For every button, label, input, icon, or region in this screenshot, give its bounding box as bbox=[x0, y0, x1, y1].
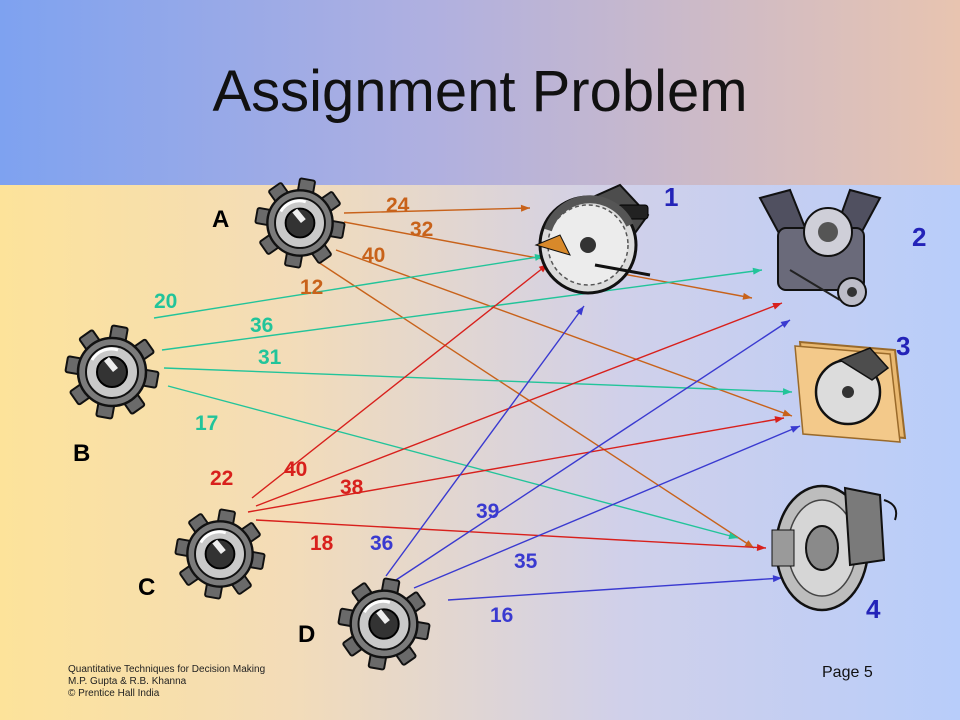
cost-edges bbox=[153, 204, 801, 601]
page-number: Page 5 bbox=[822, 664, 873, 681]
footer-line: Quantitative Techniques for Decision Mak… bbox=[68, 664, 266, 675]
cost-label-c-1: 22 bbox=[210, 467, 233, 490]
target-4-label: 4 bbox=[866, 594, 881, 624]
edge-b-2 bbox=[161, 269, 763, 351]
target-2: 2 bbox=[758, 188, 926, 307]
source-a: A bbox=[212, 175, 348, 271]
edge-a-1 bbox=[343, 207, 531, 214]
arrowhead-icon bbox=[575, 306, 584, 316]
cost-label-c-3: 38 bbox=[340, 476, 364, 499]
slide-title: Assignment Problem bbox=[212, 59, 748, 124]
gear-icon bbox=[172, 506, 268, 602]
edge-d-4 bbox=[447, 577, 783, 601]
source-b-label: B bbox=[73, 440, 90, 467]
target-2-label: 2 bbox=[912, 222, 926, 252]
source-c-label: C bbox=[138, 574, 155, 601]
source-d: D bbox=[298, 575, 433, 673]
edge-c-1 bbox=[251, 263, 549, 499]
cost-label-b-3: 31 bbox=[258, 346, 282, 369]
edge-d-3 bbox=[413, 425, 801, 589]
cost-label-b-4: 17 bbox=[195, 412, 218, 435]
cost-label-d-2: 39 bbox=[476, 500, 499, 523]
source-d-label: D bbox=[298, 621, 315, 648]
arrowhead-icon bbox=[782, 409, 792, 417]
source-a-label: A bbox=[212, 206, 229, 233]
arrowhead-icon bbox=[782, 388, 792, 396]
cost-label-c-4: 18 bbox=[310, 532, 334, 555]
title-banner bbox=[0, 0, 960, 185]
source-b: B bbox=[62, 322, 162, 467]
edge-c-4 bbox=[255, 519, 767, 549]
gear-icon bbox=[252, 175, 348, 271]
cost-label-a-3: 40 bbox=[362, 244, 385, 267]
cost-label-d-4: 16 bbox=[490, 604, 513, 627]
edge-b-3 bbox=[163, 367, 793, 393]
edge-b-1 bbox=[153, 255, 545, 319]
arrowhead-icon bbox=[742, 292, 752, 300]
cost-label-a-2: 32 bbox=[410, 218, 433, 241]
footer-credits: Quantitative Techniques for Decision Mak… bbox=[68, 664, 265, 700]
target-1: 1 bbox=[534, 182, 678, 295]
saw-box-icon bbox=[794, 340, 907, 443]
edge-c-2 bbox=[255, 302, 783, 507]
source-c: C bbox=[138, 506, 268, 602]
arrowhead-icon bbox=[772, 302, 782, 310]
arrowhead-icon bbox=[774, 416, 784, 424]
arrowhead-icon bbox=[752, 267, 762, 275]
target-1-label: 1 bbox=[664, 182, 678, 212]
cost-label-a-1: 24 bbox=[386, 194, 410, 217]
target-3: 3 bbox=[794, 331, 910, 443]
gear-icon bbox=[62, 322, 162, 422]
edge-d-2 bbox=[395, 319, 791, 581]
edge-d-1 bbox=[385, 305, 585, 577]
arrowhead-icon bbox=[772, 575, 782, 583]
arrowhead-icon bbox=[728, 532, 738, 540]
footer-line: © Prentice Hall India bbox=[68, 688, 160, 699]
target-4: 4 bbox=[771, 484, 898, 624]
cost-label-a-4: 12 bbox=[300, 276, 323, 299]
arrowhead-icon bbox=[780, 320, 790, 328]
disc-brake-icon bbox=[771, 484, 898, 612]
cost-label-c-2: 40 bbox=[284, 458, 307, 481]
arrowhead-icon bbox=[520, 204, 530, 212]
target-3-label: 3 bbox=[896, 331, 910, 361]
circular-saw-icon bbox=[534, 183, 651, 295]
arrowhead-icon bbox=[790, 426, 800, 433]
cost-label-d-1: 36 bbox=[370, 532, 393, 555]
cost-label-b-2: 36 bbox=[250, 314, 273, 337]
edge-b-4 bbox=[167, 385, 739, 539]
arrowhead-icon bbox=[756, 544, 766, 552]
arrowhead-icon bbox=[744, 540, 754, 548]
cost-label-d-3: 35 bbox=[514, 550, 538, 573]
edge-a-4 bbox=[317, 261, 755, 549]
engine-icon bbox=[758, 188, 882, 307]
footer-line: M.P. Gupta & R.B. Khanna bbox=[68, 676, 187, 687]
gear-icon bbox=[335, 575, 433, 673]
edge-c-3 bbox=[247, 417, 785, 513]
cost-label-b-1: 20 bbox=[154, 290, 177, 313]
